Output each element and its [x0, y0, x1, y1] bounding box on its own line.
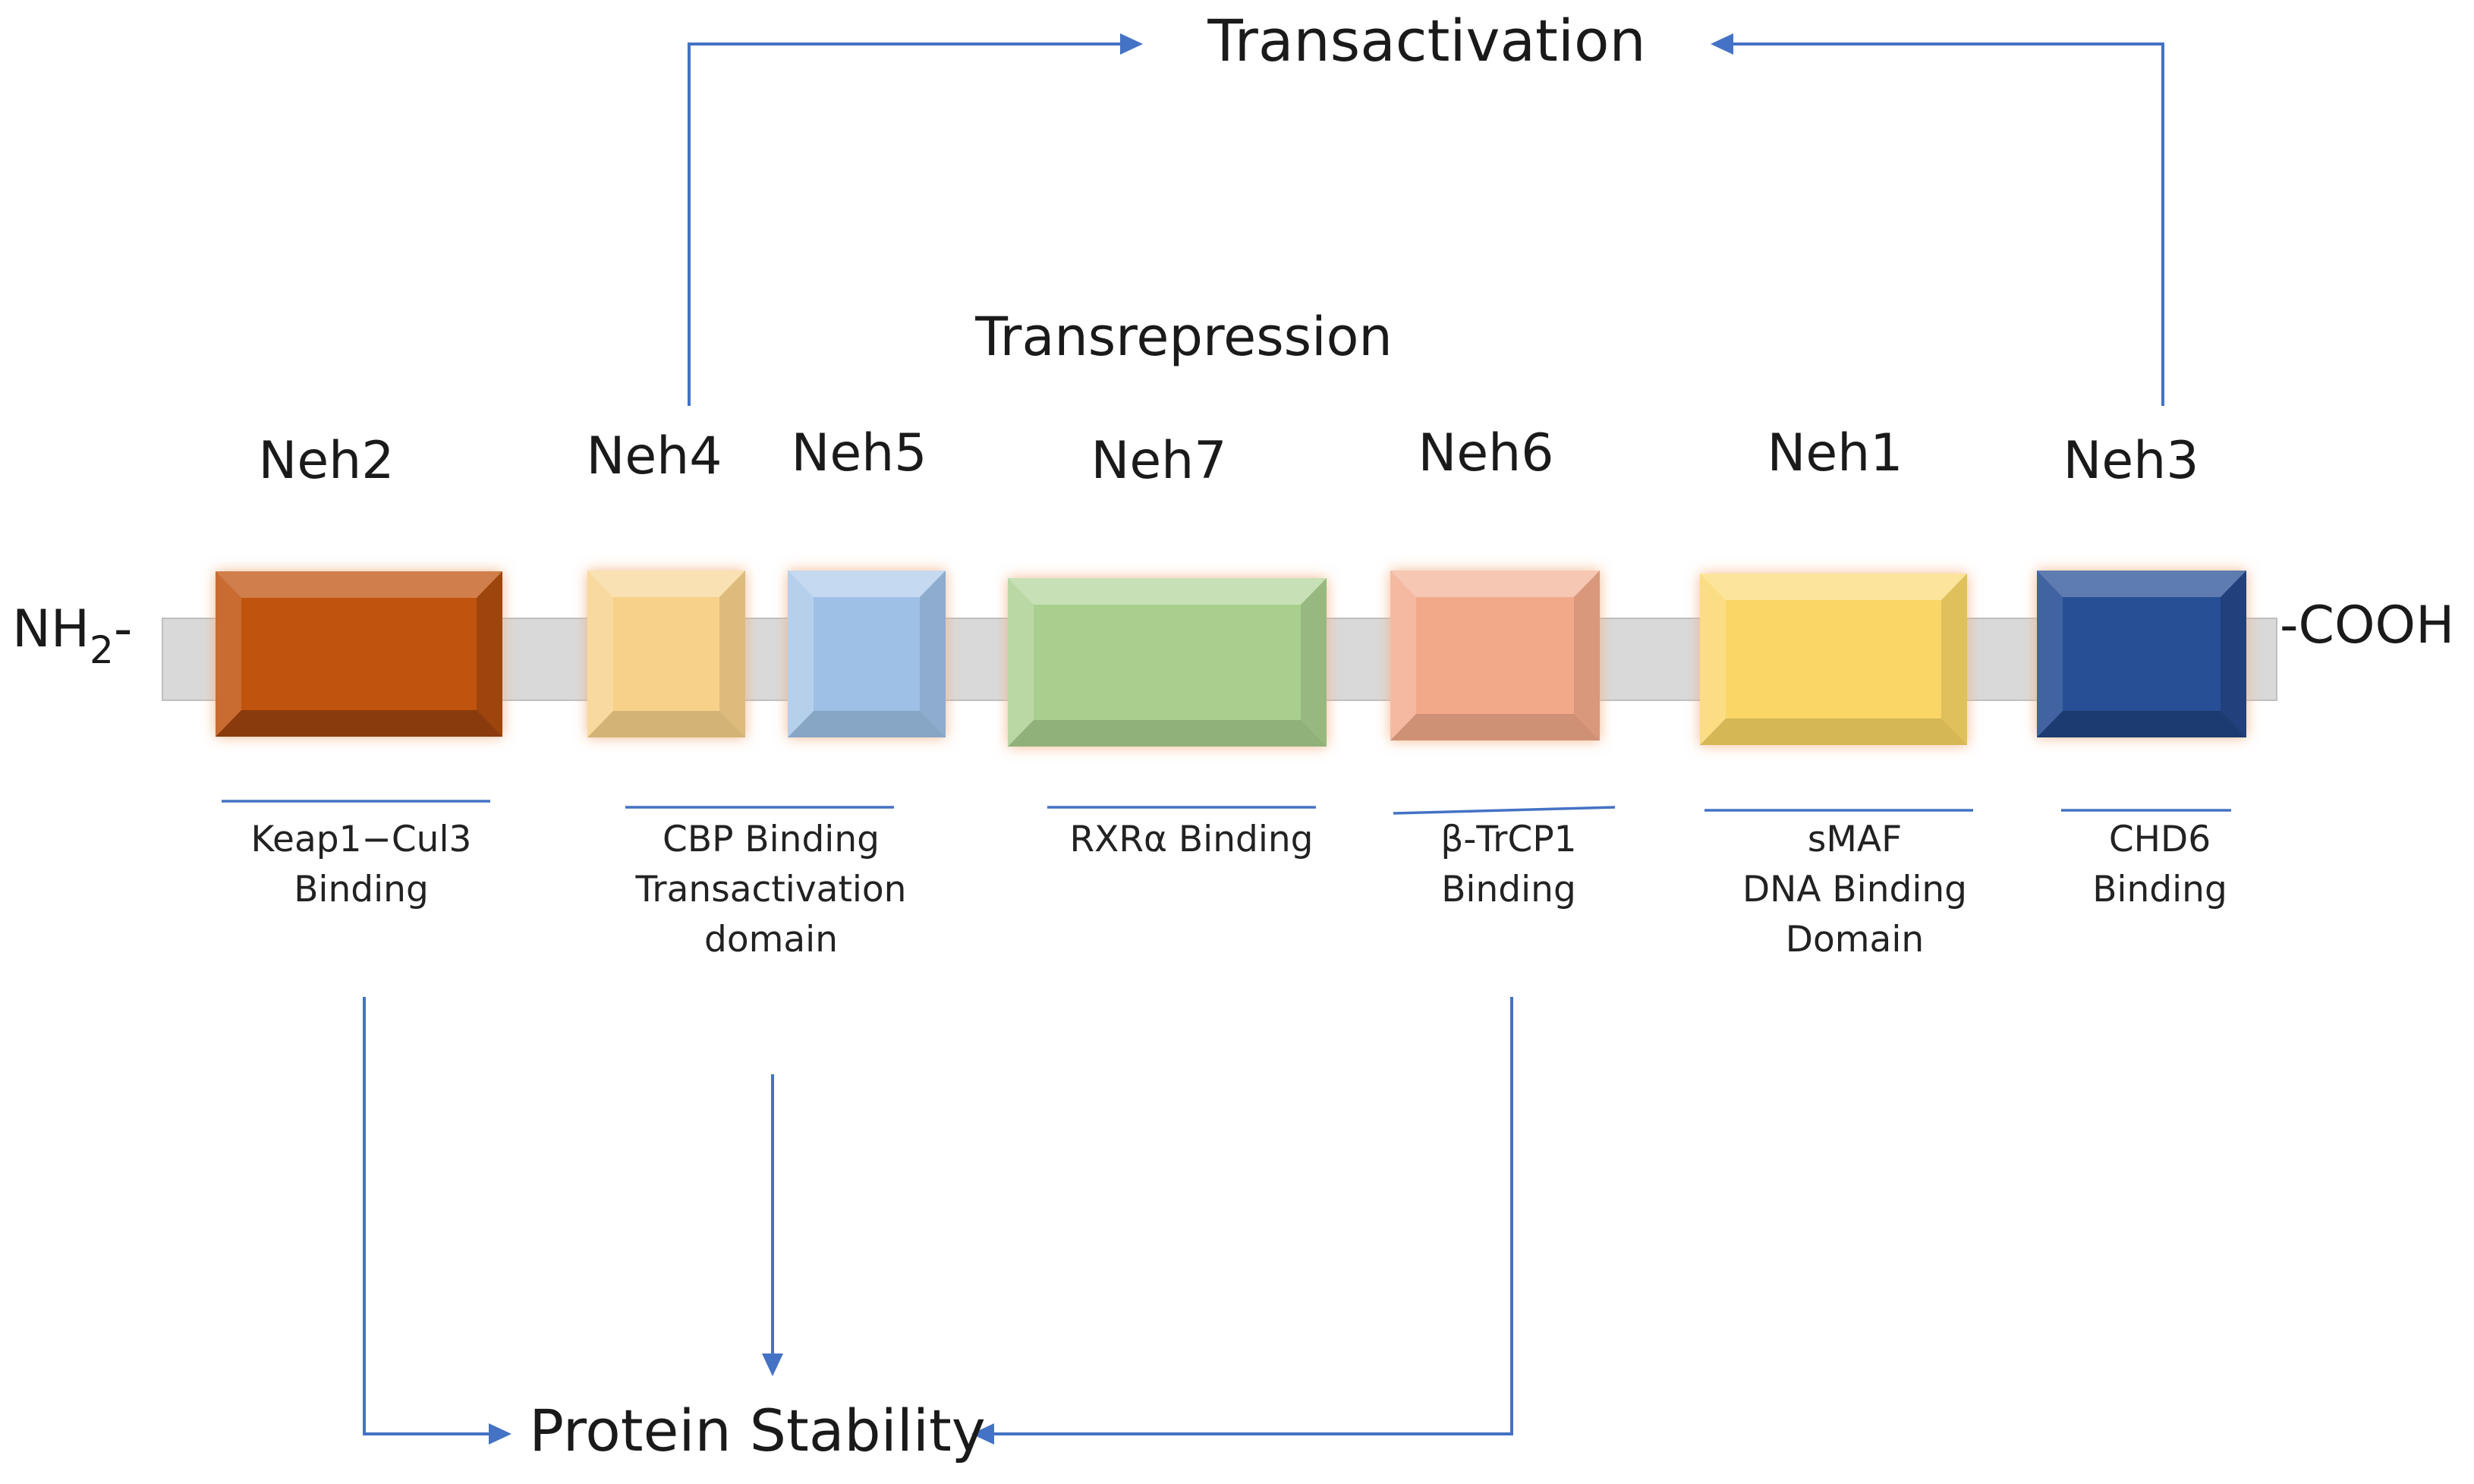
- neh4-function-line3: domain: [704, 919, 838, 961]
- neh3-function-line1: CHD6: [2109, 819, 2211, 860]
- neh1-function-line3: Domain: [1786, 919, 1924, 961]
- neh1-box: [1700, 574, 1967, 745]
- neh2-to-stability-arrow: [363, 997, 493, 1435]
- neh5-name: Neh5: [791, 423, 927, 483]
- transactivation-label: Transactivation: [1207, 7, 1645, 74]
- neh7-name: Neh7: [1091, 431, 1226, 491]
- neh4-name: Neh4: [586, 426, 722, 486]
- neh2-box: [216, 571, 502, 737]
- neh6-to-stability-arrow: [990, 997, 1513, 1435]
- neh3-to-transactivation-arrow: [1729, 42, 2164, 406]
- neh2-function-line2: Binding: [294, 869, 429, 910]
- n-terminus-label: NH2-: [12, 599, 132, 672]
- protein-stability-label: Protein Stability: [529, 1397, 986, 1464]
- neh6-box: [1390, 571, 1600, 740]
- neh1-function-line2: DNA Binding: [1742, 869, 1967, 910]
- neh3-function-line2: Binding: [2092, 869, 2227, 910]
- neh5-box: [788, 571, 946, 737]
- neh4-function-line2: Transactivation: [635, 869, 907, 910]
- neh1-function-line1: sMAF: [1808, 819, 1902, 860]
- neh6-function-line2: Binding: [1441, 869, 1576, 910]
- arrowhead-stability-left: [489, 1423, 511, 1445]
- neh3-name: Neh3: [2063, 431, 2199, 491]
- arrowhead-stability-down: [762, 1354, 783, 1376]
- neh2-name: Neh2: [258, 431, 394, 491]
- neh3-box: [2037, 571, 2246, 737]
- neh6-name: Neh6: [1418, 423, 1553, 483]
- transrepression-label: Transrepression: [974, 306, 1393, 368]
- neh4-function-line1: CBP Binding: [663, 819, 880, 860]
- neh6-function-line1: β-TrCP1: [1440, 819, 1576, 860]
- arrowhead-transactivation-left: [1120, 33, 1143, 55]
- arrowhead-transactivation-right: [1711, 33, 1733, 55]
- neh6-underline: [1393, 806, 1616, 815]
- arrowhead-stability-right: [971, 1423, 994, 1445]
- neh7-function-line1: RXRα Binding: [1069, 819, 1313, 860]
- neh4-to-transactivation-arrow: [688, 42, 1125, 406]
- c-terminus-label: -COOH: [2280, 596, 2454, 656]
- neh7-box: [1008, 578, 1327, 747]
- neh1-name: Neh1: [1767, 423, 1903, 483]
- neh2-function-line1: Keap1−Cul3: [251, 819, 472, 860]
- neh4-box: [587, 571, 745, 737]
